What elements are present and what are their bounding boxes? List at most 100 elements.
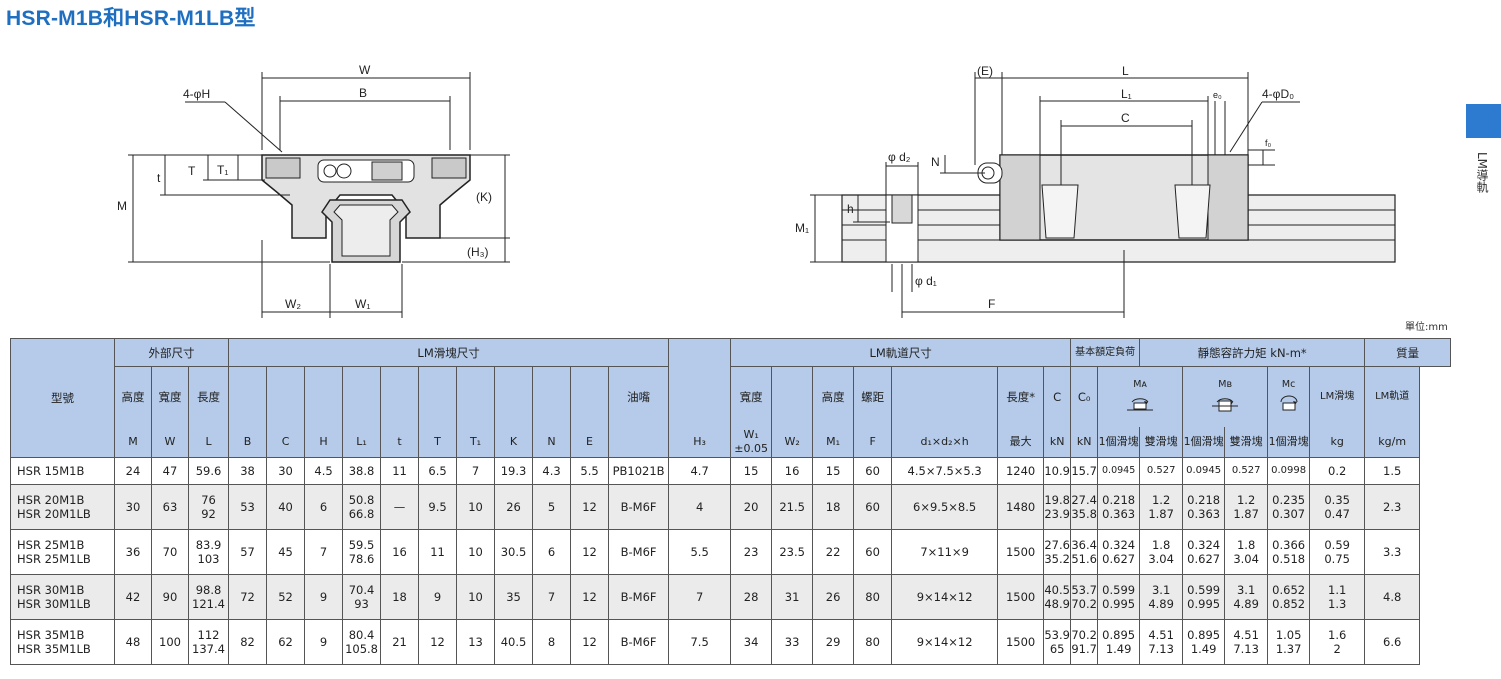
cell-w: 47 [151,457,189,485]
cell-mass-rail: 6.6 [1364,619,1421,665]
dim-L1-label: L₁ [1121,87,1132,101]
moment-b-icon [1212,397,1239,411]
cell-h3: 5.5 [668,529,732,575]
cell-w2: 16 [771,457,814,485]
unit-note: 單位:mm [1405,322,1448,333]
cell-dxh: 7×11×9 [891,529,999,575]
cell-c: 62 [266,619,306,665]
cell-e: 12 [570,619,610,665]
cell-mass-block: 0.2 [1309,457,1366,485]
cell-n: 6 [532,529,572,575]
col-height-header: 高度 [114,366,152,427]
cell-b: 82 [228,619,268,665]
cell-mc1: 0.0998 [1267,457,1311,485]
col-mass-rail-header: LM軌道 [1364,366,1421,427]
col-rail-length-header: 長度* [997,366,1045,427]
dim-F-label: F [988,297,995,311]
cell-w1: 20 [730,484,773,530]
section-tab-marker [1466,104,1501,138]
cell-k: 26 [494,484,534,530]
cell-f: 80 [853,574,893,620]
cell-rail-len: 1240 [997,457,1045,485]
cell-ma1: 0.0945 [1097,457,1141,485]
cell-m: 30 [114,484,152,530]
cell-m1: 26 [812,574,855,620]
group-rail-header: LM軌道尺寸 [730,338,1072,367]
col-MB-header: Mʙ [1182,366,1269,427]
cell-n: 7 [532,574,572,620]
col-rail-height-header: 高度 [812,366,855,427]
cell-w: 90 [151,574,189,620]
dim-hole-D0-label: 4-φD₀ [1262,87,1294,101]
cell-w: 100 [151,619,189,665]
col-MA-header: Mᴀ [1097,366,1184,427]
cell-ma2: 0.527 [1139,457,1184,485]
cell-l: 59.6 [187,457,230,485]
cell-l1: 38.8 [342,457,382,485]
dim-E-label: (E) [977,64,993,78]
cell-h3: 7 [668,574,732,620]
cell-w1: 15 [730,457,773,485]
cell-mass-rail: 3.3 [1364,529,1421,575]
cell-e: 12 [570,529,610,575]
cell-w1: 23 [730,529,773,575]
cell-grease: B-M6F [608,484,670,530]
col-rail-width-header: 寬度 [730,366,773,427]
dim-C-label: C [1121,111,1130,125]
cell-grease: B-M6F [608,529,670,575]
cell-m: 24 [114,457,152,485]
cell-t: 9 [418,574,458,620]
cell-t1: 10 [456,529,496,575]
col-MC-header: Mᴄ [1267,366,1311,427]
col-length-header: 長度 [187,366,230,427]
cell-t1: 13 [456,619,496,665]
dim-t-label: t [157,171,161,185]
dim-W2-label: W₂ [285,297,301,311]
cell-mass-rail: 1.5 [1364,457,1421,485]
cell-m: 48 [114,619,152,665]
cell-m1: 22 [812,529,855,575]
dim-d1-label: φ d₁ [915,274,937,288]
cell-dxh: 9×14×12 [891,574,999,620]
cell-w: 63 [151,484,189,530]
dim-f0-label: f₀ [1265,138,1272,148]
cell-t: 21 [380,619,420,665]
cell-t: 6.5 [418,457,458,485]
cell-f: 60 [853,529,893,575]
cell-dxh: 6×9.5×8.5 [891,484,999,530]
dim-T1-label: T₁ [217,163,228,177]
cell-mass-rail: 4.8 [1364,574,1421,620]
group-load-header: 基本額定負荷 [1070,338,1141,367]
cell-n: 5 [532,484,572,530]
dim-W-label: W [359,63,371,77]
cell-rail-len: 1480 [997,484,1045,530]
cell-mb1: 0.0945 [1182,457,1226,485]
technical-drawings: W B 4-φH T T₁ t M (K) (H₃) W₂ W₁ [117,63,1396,318]
cell-w2: 23.5 [771,529,814,575]
